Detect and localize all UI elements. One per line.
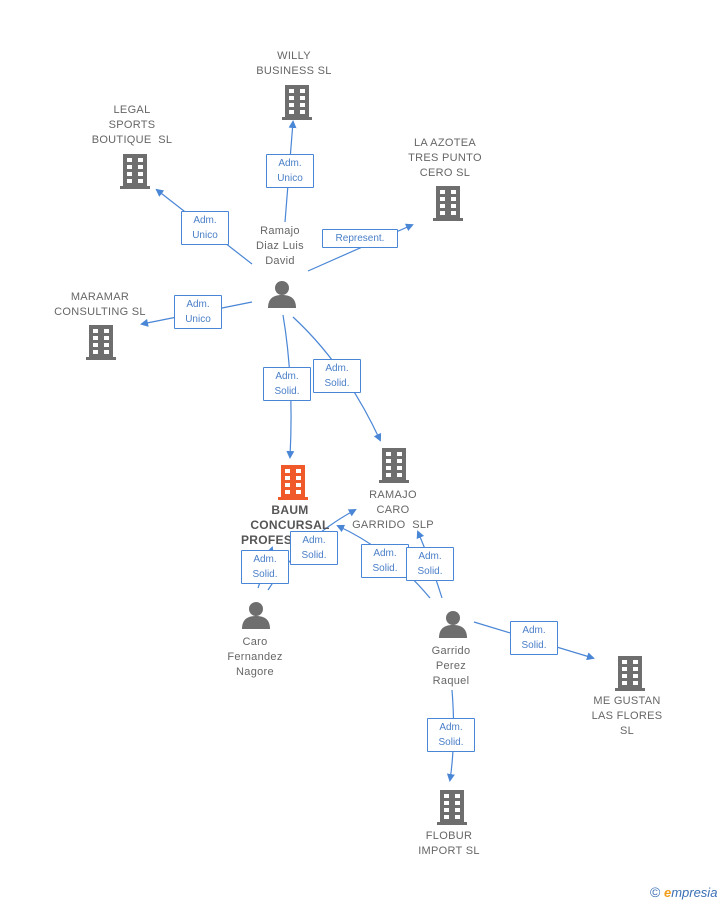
- copyright-icon: ©: [650, 884, 661, 900]
- relation-label[interactable]: Adm.Solid.: [427, 718, 475, 752]
- relation-label[interactable]: Adm.Solid.: [290, 531, 338, 565]
- relation-label[interactable]: Adm.Unico: [174, 295, 222, 329]
- node-caro-fernandez[interactable]: Caro Fernandez Nagore: [227, 636, 283, 678]
- person-icon: [242, 602, 270, 629]
- building-icon: [86, 325, 116, 360]
- person-icon: [268, 281, 296, 308]
- node-me-gustan[interactable]: ME GUSTAN LAS FLORES SL: [591, 695, 663, 737]
- building-icon: [282, 85, 312, 120]
- relation-label[interactable]: Adm.Unico: [181, 211, 229, 245]
- node-garrido-perez[interactable]: Garrido Perez Raquel: [431, 645, 471, 687]
- relation-label[interactable]: Adm.Solid.: [241, 550, 289, 584]
- relation-label[interactable]: Adm.Solid.: [263, 367, 311, 401]
- node-willy-business[interactable]: WILLY BUSINESS SL: [256, 50, 332, 77]
- node-maramar[interactable]: MARAMAR CONSULTING SL: [54, 291, 146, 318]
- relation-label[interactable]: Adm.Solid.: [510, 621, 558, 655]
- building-icon: [433, 186, 463, 221]
- node-ramajo-diaz[interactable]: Ramajo Diaz Luis David: [256, 225, 304, 267]
- node-legal-sports[interactable]: LEGAL SPORTS BOUTIQUE SL: [91, 104, 173, 146]
- relation-label[interactable]: Represent.: [322, 229, 398, 248]
- building-icon: [120, 154, 150, 189]
- relation-label[interactable]: Adm.Solid.: [361, 544, 409, 578]
- relation-label[interactable]: Adm.Unico: [266, 154, 314, 188]
- building-icon: [615, 656, 645, 691]
- building-icon: [379, 448, 409, 483]
- person-icon: [439, 611, 467, 638]
- building-icon: [437, 790, 467, 825]
- empresia-logo: © empresia: [650, 884, 718, 900]
- building-focus-icon: [278, 465, 308, 500]
- relation-label[interactable]: Adm.Solid.: [313, 359, 361, 393]
- node-baum-concursal[interactable]: BAUM CONCURSAL PROFES: [241, 503, 330, 547]
- relation-label[interactable]: Adm.Solid.: [406, 547, 454, 581]
- node-la-azotea[interactable]: LA AZOTEA TRES PUNTO CERO SL: [408, 137, 482, 179]
- node-flobur[interactable]: FLOBUR IMPORT SL: [418, 830, 480, 857]
- node-ramajo-caro[interactable]: RAMAJO CARO GARRIDO SLP: [352, 489, 434, 531]
